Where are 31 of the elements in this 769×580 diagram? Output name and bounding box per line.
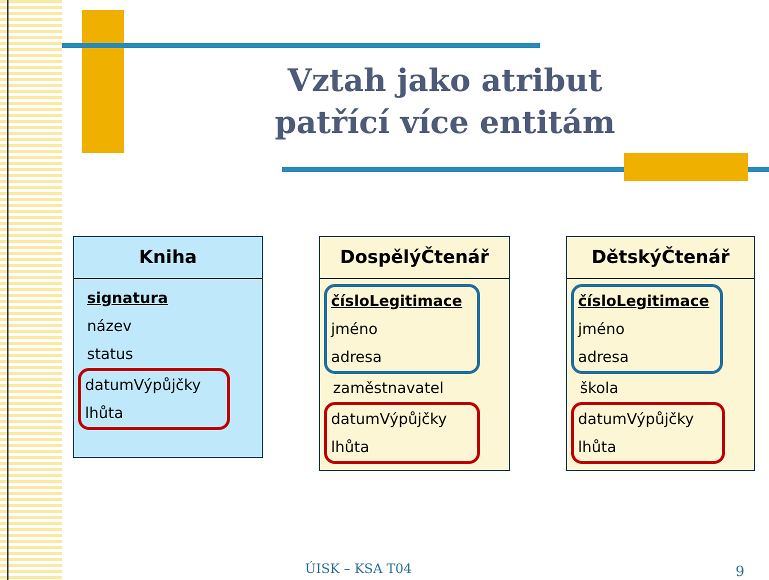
- slide-title: Vztah jako atribut patřící více entitám: [274, 62, 616, 143]
- page-number: 9: [734, 564, 746, 580]
- attribute-text: datumVýpůjčky: [331, 409, 447, 430]
- highlight-frame: [78, 368, 230, 430]
- attribute-text: datumVýpůjčky: [85, 375, 201, 396]
- table-header: Kniha: [74, 237, 262, 279]
- attribute-text: datumVýpůjčky: [578, 409, 694, 430]
- attribute-text: škola: [579, 378, 619, 399]
- key-attribute: signatura: [86, 288, 168, 309]
- attribute-text: jméno: [331, 319, 378, 340]
- attribute-text: lhůta: [85, 403, 124, 424]
- highlight-frame: [324, 284, 480, 374]
- key-attribute: čísloLegitimace: [578, 291, 710, 312]
- attribute-text: lhůta: [331, 437, 370, 458]
- key-attribute: čísloLegitimace: [331, 291, 462, 312]
- entity-table: [319, 236, 510, 471]
- table-header: DospělýČtenář: [320, 237, 509, 279]
- attribute-text: zaměstnavatel: [332, 378, 444, 399]
- attribute-text: název: [86, 316, 132, 337]
- footer-text: ÚISK – KSA T04: [305, 562, 413, 577]
- attribute-text: status: [86, 344, 134, 365]
- entity-table: [73, 236, 263, 458]
- entity-table: [566, 236, 755, 471]
- highlight-frame: [571, 402, 725, 464]
- attribute-text: lhůta: [578, 437, 616, 458]
- highlight-frame: [324, 402, 480, 464]
- attribute-text: jméno: [578, 319, 625, 340]
- attribute-text: adresa: [331, 347, 382, 368]
- attribute-text: adresa: [578, 347, 629, 368]
- highlight-frame: [571, 284, 723, 374]
- table-header: DětskýČtenář: [567, 237, 754, 279]
